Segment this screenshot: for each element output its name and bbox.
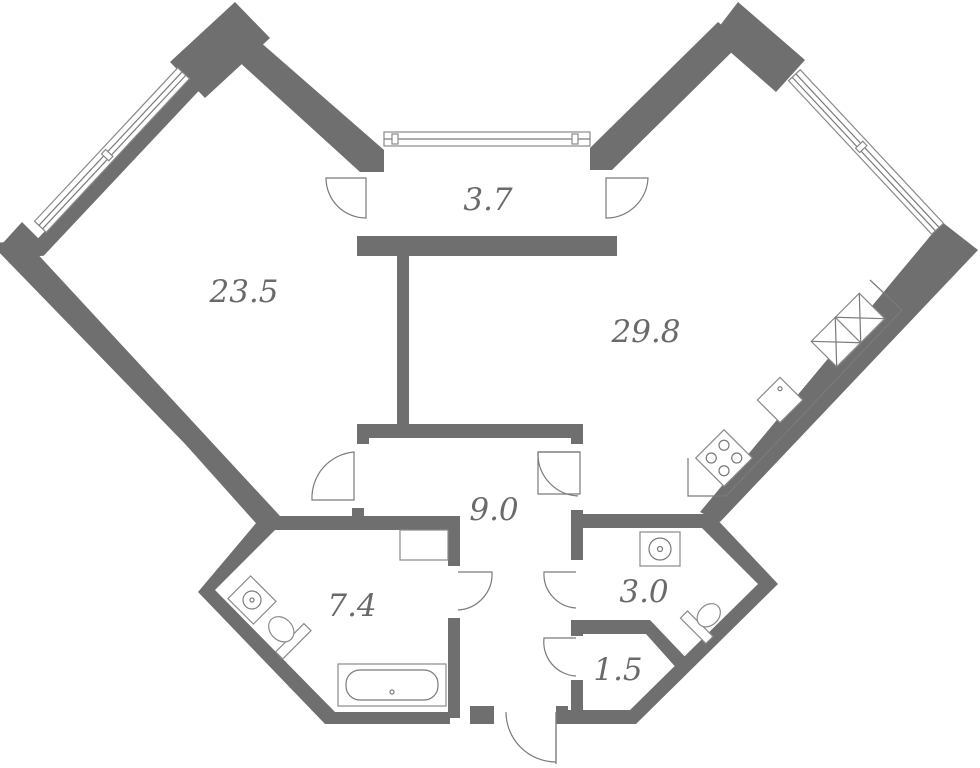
bathtub: [337, 663, 447, 707]
outer-walls: [0, 2, 978, 724]
right-wing-upper-wall: [590, 22, 742, 170]
door-balcony-right: [605, 177, 649, 219]
entry-jamb-right: [556, 706, 568, 724]
hall-top-wall: [357, 424, 583, 438]
bathroom-sink: [227, 575, 277, 625]
closet-wall-left-lower: [571, 680, 583, 720]
interior-walls: [352, 236, 690, 720]
wc-sink: [639, 531, 681, 567]
door-balcony-left: [325, 177, 367, 219]
door-wc: [543, 571, 577, 609]
balcony-separator-wall: [357, 236, 617, 256]
kitchen-stove: [694, 428, 754, 488]
bath-door-jamb: [352, 508, 364, 530]
wc-wall-left-upper: [571, 510, 583, 560]
area-labels: 23.5 29.8 3.7 9.0 7.4 3.0 1.5: [208, 182, 680, 688]
right-wing-lower-wall: [700, 222, 978, 522]
door-right-room: [537, 451, 580, 497]
kitchen-cabinets: [810, 292, 886, 368]
door-bathroom: [457, 571, 493, 611]
left-wall-corner-top: [170, 2, 270, 98]
wc-toilet: [679, 603, 721, 645]
area-label-balcony: 3.7: [463, 182, 513, 218]
entry-jamb-left: [470, 706, 494, 724]
area-label-wc: 3.0: [619, 574, 668, 610]
kitchen-counter: [687, 279, 903, 497]
area-label-right-room: 29.8: [610, 314, 680, 350]
area-label-bathroom: 7.4: [327, 588, 376, 624]
bathroom-toilet: [268, 616, 312, 660]
area-label-hall: 9.0: [469, 492, 518, 528]
doors: [311, 177, 649, 764]
right-wall-corner-top: [712, 2, 805, 92]
left-wing-lower-wall: [10, 248, 280, 530]
fixtures: [227, 279, 903, 707]
door-closet: [543, 637, 577, 677]
bathroom-cabinet: [399, 529, 449, 561]
bath-wall-right-upper: [448, 518, 460, 566]
hall-top-wall-left-jamb: [357, 424, 369, 444]
door-entrance: [505, 711, 557, 763]
room-divider-wall: [397, 256, 409, 428]
closet-divider-wall: [571, 620, 690, 672]
area-label-left-room: 23.5: [208, 274, 278, 310]
area-label-closet: 1.5: [593, 652, 642, 688]
left-wing-upper-wall: [215, 20, 384, 172]
door-left-room: [311, 451, 355, 501]
window-right: [787, 68, 945, 236]
bath-wall-right-lower: [448, 618, 460, 718]
windows: [33, 66, 945, 236]
hall-top-wall-right-jamb: [571, 424, 583, 444]
wc-outer-wall: [562, 514, 778, 724]
kitchen-sink: [756, 376, 804, 424]
window-left: [33, 66, 191, 234]
